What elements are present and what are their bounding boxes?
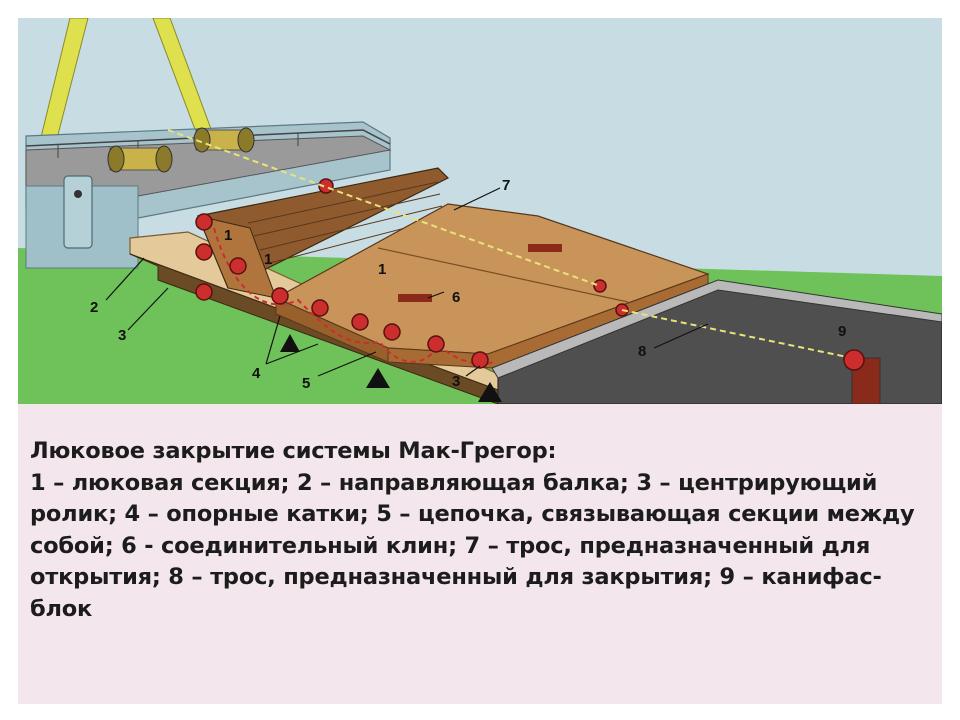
opening-cable: [167, 129, 601, 287]
leader-lines: [105, 187, 709, 377]
chain: [213, 227, 497, 365]
roller: [318, 178, 334, 194]
figure-caption: Люковое закрытие системы Мак-Грегор: 1 –…: [30, 436, 934, 626]
roller: [195, 243, 213, 261]
caption-body: 1 – люковая секция; 2 – направляющая бал…: [30, 469, 915, 622]
roller: [229, 257, 247, 275]
label-1c: 1: [378, 261, 386, 278]
roller: [351, 313, 369, 331]
label-8: 8: [638, 343, 646, 360]
roller: [593, 279, 607, 293]
label-3b: 3: [452, 373, 460, 390]
connecting-wedge-b: [528, 244, 562, 252]
winch-left: [107, 145, 173, 173]
label-7: 7: [502, 177, 510, 194]
caption-title: Люковое закрытие системы Мак-Грегор:: [30, 438, 557, 464]
label-2: 2: [90, 299, 98, 316]
panel-seam: [377, 247, 629, 303]
label-5: 5: [302, 375, 310, 392]
label-9: 9: [838, 323, 846, 340]
label-4: 4: [252, 365, 261, 382]
support-3: [478, 382, 502, 402]
label-1a: 1: [224, 227, 232, 244]
roller: [271, 287, 289, 305]
slide: 1 1 1 2 3 3 4 5 6 7 8 9 Люковое закрытие…: [18, 18, 942, 704]
hatch-cover-illustration: 1 1 1 2 3 3 4 5 6 7 8 9: [18, 18, 942, 404]
roller: [195, 283, 213, 301]
railing-top: [25, 129, 391, 147]
label-3a: 3: [118, 327, 126, 344]
closing-cable: [621, 309, 853, 359]
support-2: [366, 368, 390, 388]
door-porthole: [74, 190, 82, 198]
winch-right: [193, 127, 255, 153]
support-1: [280, 334, 300, 352]
roller: [195, 213, 213, 231]
label-1b: 1: [264, 251, 272, 268]
hatch-cover-drawing: 1 1 1 2 3 3 4 5 6 7 8 9: [18, 18, 942, 404]
roller: [311, 299, 329, 317]
roller: [427, 335, 445, 353]
cargo-block: [843, 349, 865, 371]
rollers: [195, 178, 629, 369]
deckhouse-door: [63, 175, 93, 249]
hold-coaming: [491, 279, 942, 379]
roller: [383, 323, 401, 341]
label-6: 6: [452, 289, 460, 306]
connecting-wedge-a: [398, 294, 432, 302]
roller: [471, 351, 489, 369]
